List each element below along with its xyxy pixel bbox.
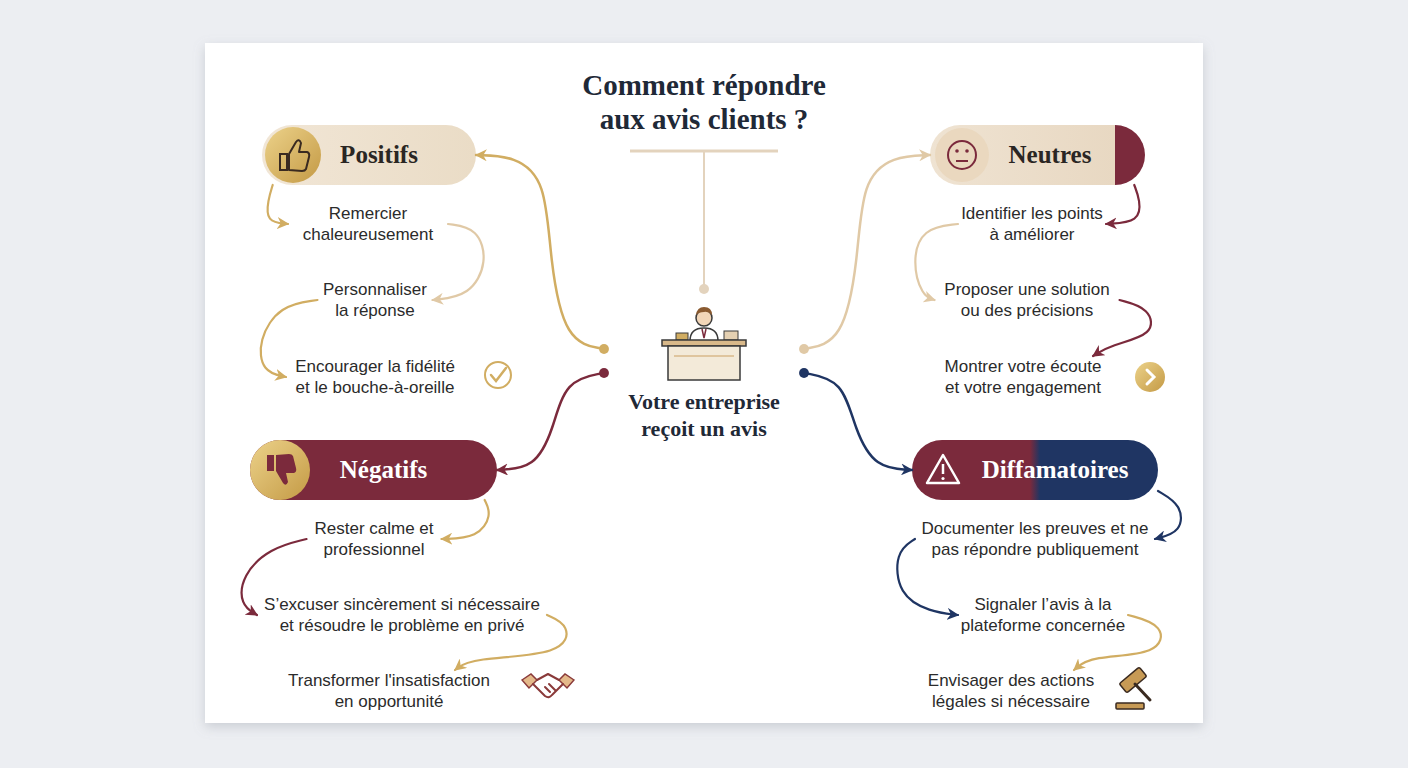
title-stem — [703, 151, 705, 285]
diagram-title: Comment répondre aux avis clients ? — [574, 68, 834, 136]
gavel-base — [1116, 703, 1144, 709]
step-text: Identifier les points à améliorer — [958, 203, 1106, 245]
face-eye — [955, 149, 959, 153]
step-text: Transformer l'insatisfaction en opportun… — [279, 670, 499, 712]
thumbs-up-icon — [280, 140, 309, 171]
category-label: Diffamatoires — [982, 456, 1129, 484]
person-tie — [702, 329, 706, 338]
sleeve — [522, 674, 537, 688]
card — [205, 43, 1203, 723]
gavel-head — [1119, 667, 1147, 693]
desk-front — [668, 346, 740, 380]
hub-node: Votre entreprise reçoit un avis — [604, 296, 804, 446]
face-outline — [948, 141, 976, 169]
gavel-handle — [1135, 684, 1150, 700]
desk-item — [724, 331, 738, 340]
step-text: Documenter les preuves et ne pas répondr… — [915, 518, 1155, 560]
connector-arrow — [242, 539, 307, 615]
step-text: Envisager des actions légales si nécessa… — [921, 670, 1101, 712]
person-head — [696, 310, 712, 326]
stem-dot — [699, 284, 709, 294]
handshake-icon — [522, 674, 574, 697]
hub-text: Votre entreprise reçoit un avis — [604, 388, 804, 442]
step-text: Rester calme et professionnel — [307, 518, 442, 560]
category-label: Négatifs — [340, 456, 427, 484]
step-node: Documenter les preuves et ne pas répondr… — [915, 518, 1155, 560]
category-pill: Neutres — [930, 125, 1145, 185]
step-node: Montrer votre écoute et votre engagement — [936, 356, 1111, 398]
desk-item — [676, 333, 688, 340]
step-node: Rester calme et professionnel — [307, 518, 442, 560]
step-text: Remercier chaleureusement — [288, 203, 448, 245]
step-text: S’excuser sincèrement si nécessaire et r… — [257, 594, 547, 636]
step-node: Identifier les points à améliorer — [958, 203, 1106, 245]
icon-circle — [935, 128, 989, 182]
person-body — [690, 328, 718, 341]
chevron-icon — [1135, 362, 1165, 392]
step-node: Personnaliser la réponse — [318, 279, 433, 321]
step-node: Remercier chaleureusement — [288, 203, 448, 245]
step-node: Proposer une solution ou des précisions — [935, 279, 1120, 321]
step-text: Proposer une solution ou des précisions — [935, 279, 1120, 321]
check-icon — [485, 362, 511, 388]
thumbs-down-icon — [267, 454, 296, 485]
thumb-hand — [276, 454, 296, 485]
warning-bar — [942, 464, 945, 474]
chevron-mark — [1147, 370, 1154, 384]
connector-arrow — [433, 224, 484, 300]
category-pill: Positifs — [262, 125, 476, 185]
connector-arrow — [1155, 491, 1181, 539]
desk-top — [662, 340, 746, 346]
step-node: Encourager la fidélité et le bouche-à-or… — [286, 356, 464, 398]
sleeve — [559, 674, 574, 688]
category-label: Neutres — [1009, 141, 1092, 169]
connector-arrow — [268, 185, 288, 224]
connector-arrow — [455, 615, 567, 670]
connector-arrow — [915, 224, 958, 300]
step-text: Personnaliser la réponse — [318, 279, 433, 321]
hands — [533, 674, 563, 697]
connector-arrow — [897, 539, 958, 615]
category-pill: Diffamatoires — [912, 440, 1158, 500]
connector-arrow — [804, 155, 930, 349]
connector-arrow — [476, 155, 604, 349]
icon-circle — [265, 127, 321, 183]
warning-dot — [941, 477, 944, 480]
connector-arrow — [497, 373, 604, 470]
category-pill: Négatifs — [250, 440, 497, 500]
thumb-cuff — [280, 154, 287, 170]
step-node: Transformer l'insatisfaction en opportun… — [279, 670, 499, 712]
check-mark — [491, 368, 506, 381]
step-text: Signaler l’avis à la plateforme concerné… — [958, 594, 1128, 636]
face-eye — [965, 149, 969, 153]
face-mouth — [956, 160, 968, 162]
connector-arrow — [1074, 615, 1161, 670]
category-label: Positifs — [340, 141, 418, 169]
step-text: Encourager la fidélité et le bouche-à-or… — [286, 356, 464, 398]
step-node: Envisager des actions légales si nécessa… — [921, 670, 1101, 712]
step-text: Montrer votre écoute et votre engagement — [936, 356, 1111, 398]
icon-circle — [250, 440, 310, 500]
connector-arrow — [804, 373, 912, 470]
connector-arrow — [1093, 300, 1151, 356]
title-rule — [630, 150, 778, 153]
connector-arrow — [1106, 185, 1140, 224]
step-node: S’excuser sincèrement si nécessaire et r… — [257, 594, 547, 636]
step-node: Signaler l’avis à la plateforme concerné… — [958, 594, 1128, 636]
desk-trim — [674, 355, 734, 357]
warning-icon — [927, 455, 959, 483]
thumb-cuff — [267, 455, 274, 471]
connector-arrow — [261, 300, 318, 377]
thumb-hand — [289, 140, 309, 171]
connector-arrow — [442, 500, 489, 539]
person-hair — [696, 307, 712, 315]
gavel-icon — [1116, 667, 1150, 709]
